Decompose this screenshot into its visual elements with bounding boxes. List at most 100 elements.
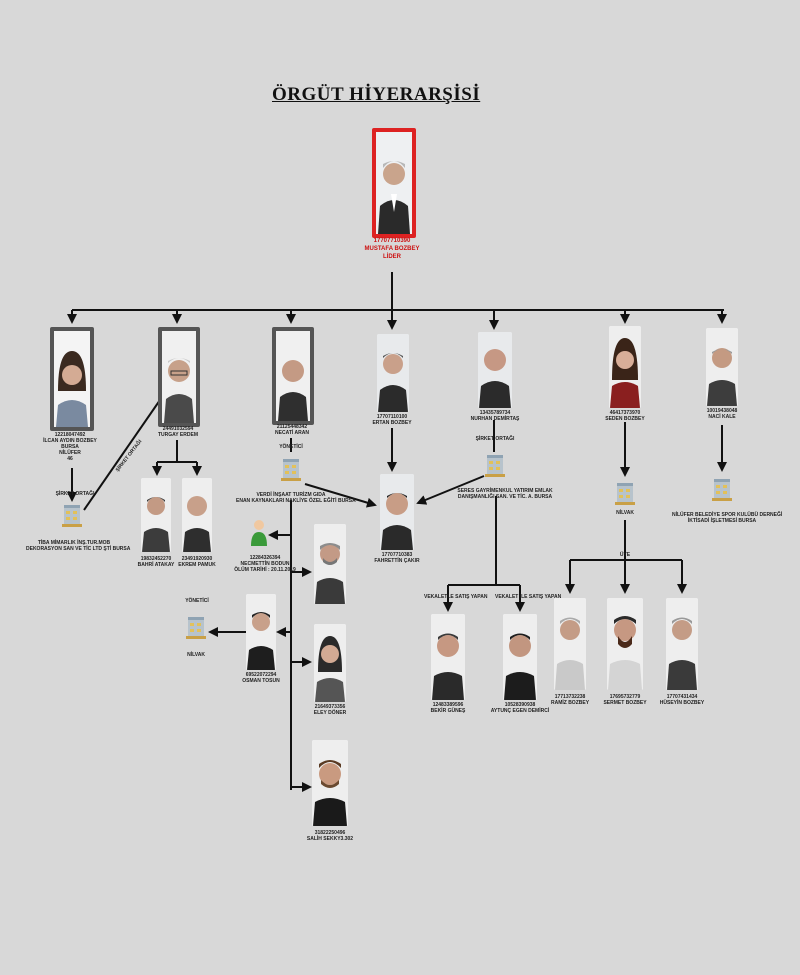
label-line: 69522072294	[245, 672, 277, 678]
label-line: ÖLÜM TARİHİ : 20.11.2019	[234, 567, 296, 573]
person-icon	[250, 518, 268, 546]
person-photo-osman	[246, 594, 276, 670]
building-icon	[485, 452, 505, 478]
person-label-p6: 46417373970 SEDEN BOZBEY	[595, 410, 655, 422]
building-icon	[186, 614, 206, 640]
label-line: İKTİSADİ İŞLETMESİ BURSA	[687, 518, 757, 524]
label-line: NACİ KALE	[708, 414, 736, 420]
person-label-huseyin: 17707431434 HÜSEYİN BOZBEY	[652, 694, 712, 706]
leader-photo	[372, 128, 416, 238]
label-line: ERTAN BOZBEY	[372, 420, 412, 426]
label-line: 10019438048	[706, 408, 738, 414]
label-line: 17713732238	[554, 694, 586, 700]
label-line: SALİH SEKKY3.302	[306, 836, 354, 842]
label-line: 46	[67, 456, 73, 462]
label-line: FAHRETTİN ÇAKIR	[374, 558, 420, 564]
edge-label-partner: ŞİRKET ORTAĞI	[55, 491, 95, 497]
page-title: ÖRGÜT HİYERARŞİSİ	[272, 84, 481, 105]
label-line: EKREM PAMUK	[178, 562, 216, 568]
person-label-salih: 31822250496 SALİH SEKKY3.302	[300, 830, 360, 842]
person-photo-ramiz	[554, 598, 586, 690]
company-label-c6: NİLVAK	[187, 652, 205, 658]
person-label-p4: 17707110100 ERTAN BOZBEY	[362, 414, 422, 426]
edge-label-partner: ŞİRKET ORTAĞI	[475, 436, 515, 442]
label-line: BAHRİ ATAKAY	[137, 562, 175, 568]
label-line: ELEY DÖNER	[313, 710, 347, 716]
label-line: 21125448342	[276, 424, 308, 430]
edge-label-proxy: VEKALET İLE SATIŞ YAPAN	[495, 594, 562, 600]
person-photo-p1	[50, 327, 94, 431]
edge-label-manager: YÖNETİCİ	[185, 598, 209, 604]
person-photo-bekir	[431, 614, 465, 700]
label-line: İLCAN AYDIN BOZBEY	[43, 438, 97, 444]
label-line: 46417373970	[609, 410, 641, 416]
label-line: OSMAN TOSUN	[242, 678, 280, 684]
person-photo-eley	[314, 624, 346, 702]
edge-label-proxy: VEKALETLE SATIŞ YAPAN	[424, 594, 488, 600]
label-line: VERDİ İNŞAAT TURİZM GIDA	[256, 492, 326, 498]
person-label-p1: 12218047492 İLCAN AYDIN BOZBEY BURSA NİL…	[40, 432, 100, 462]
label-line: BEKİR GÜNEŞ	[430, 708, 466, 714]
person-label-osman: 69522072294 OSMAN TOSUN	[231, 672, 291, 684]
company-label-c5: NİLÜFER BELEDİYE SPOR KULÜBÜ DERNEĞİ İKT…	[672, 512, 782, 524]
label-line: 12218047492	[54, 432, 86, 438]
person-photo-unnamed	[314, 524, 346, 604]
person-photo-p5	[478, 332, 512, 408]
label-line: 24491032594	[162, 426, 194, 432]
building-icon	[712, 476, 732, 502]
label-line: SERMET BOZBEY	[603, 700, 647, 706]
label-line: ENAN KAYNAKLARI NAKLİYE ÖZEL EĞİTİ BURSA	[236, 498, 356, 504]
label-line: 23491920930	[181, 556, 213, 562]
person-photo-bahri	[141, 478, 171, 552]
label-line: NECMETTİN BODUN	[240, 561, 290, 567]
person-label-ekrem: 23491920930 EKREM PAMUK	[167, 556, 227, 568]
label-line: NURHAN DEMİRTAŞ	[470, 416, 520, 422]
leader-tc: 17707710390	[373, 238, 411, 244]
company-label-c3: SERES GAYRİMENKUL YATIRIM EMLAK DANIŞMAN…	[450, 488, 560, 500]
person-label-p2: 24491032594 TURGAY ERDEM	[148, 426, 208, 438]
label-line: 13435789734	[479, 410, 511, 416]
label-line: SEDEN BOZBEY	[605, 416, 645, 422]
person-photo-ekrem	[182, 478, 212, 552]
person-label-p3: 21125448342 NECATİ ARAN	[262, 424, 322, 436]
label-line: HÜSEYİN BOZBEY	[659, 700, 705, 706]
building-icon	[281, 456, 301, 482]
person-label-p5: 13435789734 NURHAN DEMİRTAŞ	[465, 410, 525, 422]
label-line: 31822250496	[314, 830, 346, 836]
person-photo-salih	[312, 740, 348, 826]
person-photo-p6	[609, 326, 641, 408]
label-line: 12284326394	[249, 555, 281, 561]
label-line: 17707110100	[376, 414, 408, 420]
label-line: 10528390938	[504, 702, 536, 708]
building-icon	[615, 480, 635, 506]
label-line: 21649373356	[314, 704, 346, 710]
center-person-label: 17707710383 FAHRETTİN ÇAKIR	[367, 552, 427, 564]
edge-label-member: ÜYE	[619, 552, 631, 558]
company-label-c1: TİBA MİMARLIK İNŞ.TUR.MOB DEKORASYON SAN…	[26, 540, 130, 552]
person-photo-p7	[706, 328, 738, 406]
label-line: NİLÜFER	[59, 450, 81, 456]
person-photo-aytunc	[503, 614, 537, 700]
person-label-aytunc: 10528390938 AYTUNÇ EGEN DEMİRCİ	[490, 702, 550, 714]
person-photo-p3	[272, 327, 314, 425]
label-line: SERES GAYRİMENKUL YATIRIM EMLAK	[457, 488, 553, 494]
label-line: NECATİ ARAN	[275, 430, 309, 436]
label-line: TİBA MİMARLIK İNŞ.TUR.MOB	[37, 540, 111, 546]
person-label-p7: 10019438048 NACİ KALE	[692, 408, 752, 420]
building-icon	[62, 503, 82, 527]
center-person-photo	[380, 474, 414, 550]
label-line: 19832452270	[140, 556, 172, 562]
person-photo-p2	[158, 327, 200, 427]
label-line: DANIŞMANLIĞI SAN. VE TİC. A. BURSA	[457, 494, 553, 500]
label-line: TURGAY ERDEM	[157, 432, 198, 438]
person-label-bekir: 12483389596 BEKİR GÜNEŞ	[418, 702, 478, 714]
edge-label-manager: YÖNETİCİ	[279, 444, 303, 450]
label-line: RAMİZ BOZBEY	[550, 700, 590, 706]
person-label-sermet: 17695732779 SERMET BOZBEY	[595, 694, 655, 706]
leader-role: LİDER	[383, 254, 401, 260]
person-photo-sermet	[607, 598, 643, 690]
label-line: 17695732779	[609, 694, 641, 700]
label-line: BURSA	[61, 444, 79, 450]
person-label-eley: 21649373356 ELEY DÖNER	[300, 704, 360, 716]
